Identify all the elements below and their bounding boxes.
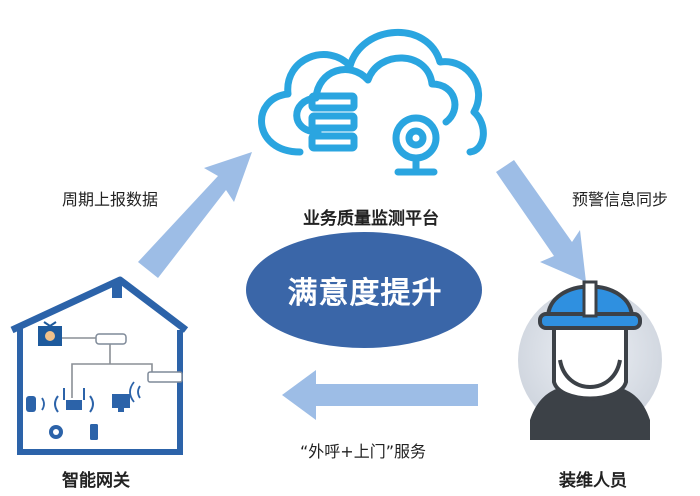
satisfaction-ellipse <box>246 232 482 348</box>
gateway-label: 智能网关 <box>62 471 130 491</box>
alert-arrow <box>496 160 586 282</box>
satisfaction-text: 满意度提升 <box>287 276 443 311</box>
staff-label: 装维人员 <box>559 471 627 491</box>
report-arrow <box>138 152 252 278</box>
platform-label: 业务质量监测平台 <box>303 209 439 229</box>
service-arrow-label: “外呼+上门”服务 <box>300 442 426 461</box>
alert-arrow-label: 预警信息同步 <box>572 190 669 209</box>
service-arrow <box>282 370 478 420</box>
cloud-server-icon <box>258 28 487 176</box>
report-arrow-label: 周期上报数据 <box>62 190 159 209</box>
smart-gateway-house-icon <box>10 276 189 455</box>
maintenance-worker-icon <box>518 280 662 440</box>
